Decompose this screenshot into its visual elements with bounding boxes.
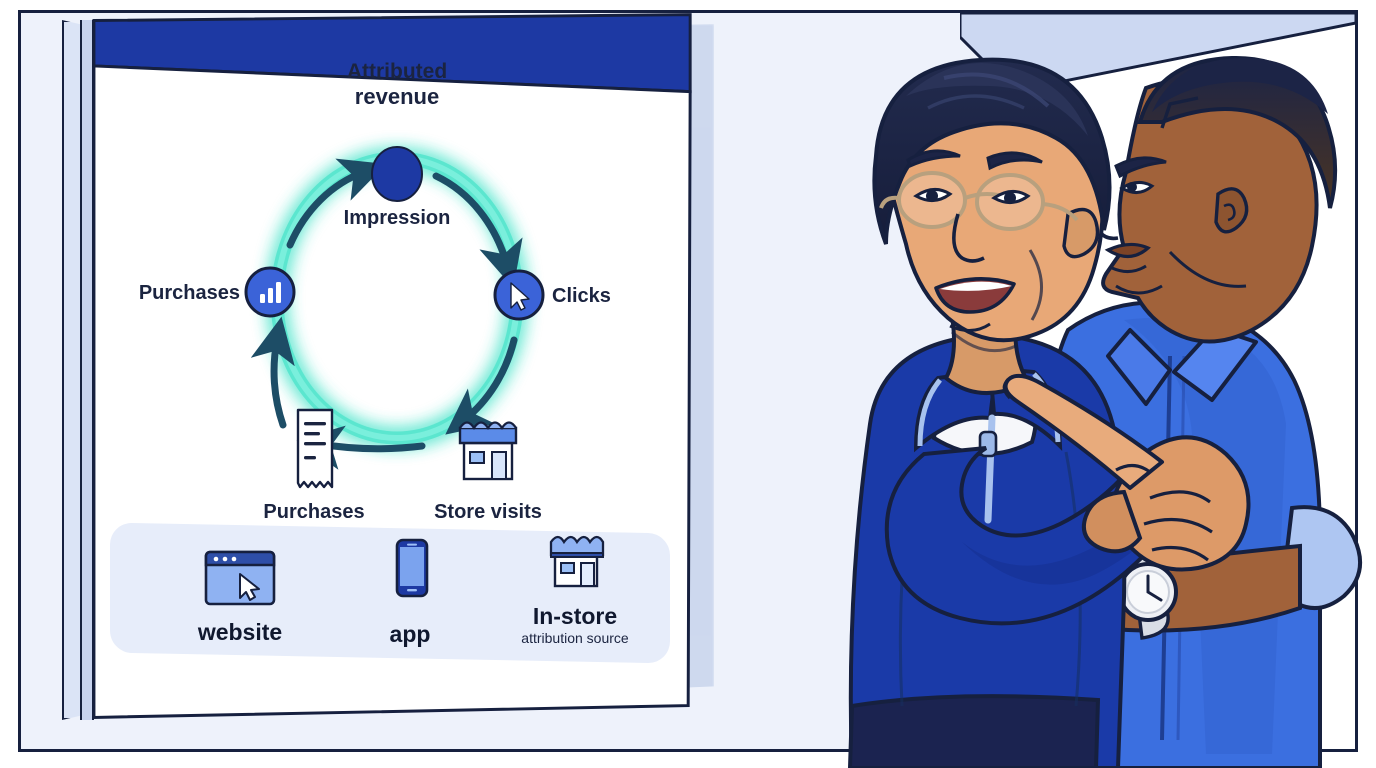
- diagram-heading-line1: Attributed: [347, 60, 447, 83]
- attribution-source-legend: website app In-stor: [110, 522, 670, 664]
- legend-label-website: website: [197, 619, 283, 645]
- legend-subtitle: attribution source: [521, 630, 629, 646]
- receipt-icon: [296, 408, 334, 489]
- bar-chart-icon: [260, 282, 281, 303]
- legend-item-instore[interactable]: In-store attribution source: [480, 532, 670, 646]
- legend-label-app: app: [389, 621, 431, 647]
- browser-window-cursor-icon: [204, 550, 276, 606]
- purchases-receipt-node-label: Purchases: [263, 501, 364, 523]
- attribution-cycle-diagram: Attributed revenue Impression Clicks Pur…: [139, 60, 611, 523]
- legend-item-website[interactable]: website: [170, 546, 310, 646]
- storefront-icon: [458, 421, 518, 481]
- people-group: [847, 55, 1362, 768]
- storefront-icon: [549, 535, 605, 588]
- legend-label-instore: In-store: [532, 603, 618, 629]
- impression-node-label: Impression: [344, 207, 451, 229]
- cycle-arrows: [250, 158, 523, 470]
- smartphone-icon: [395, 538, 429, 598]
- clicks-node-label: Clicks: [552, 285, 611, 307]
- store-visits-node-label: Store visits: [434, 501, 542, 523]
- diagram-heading-line2: revenue: [355, 84, 439, 109]
- legend-item-app[interactable]: app: [340, 534, 480, 648]
- pointing-hand: [1002, 373, 1251, 572]
- person-presenter: [847, 57, 1251, 768]
- wristwatch-icon: [1118, 552, 1178, 640]
- impression-node-icon[interactable]: [371, 146, 423, 202]
- cursor-icon: [510, 282, 530, 311]
- purchases-chart-node-label: Purchases: [139, 282, 240, 304]
